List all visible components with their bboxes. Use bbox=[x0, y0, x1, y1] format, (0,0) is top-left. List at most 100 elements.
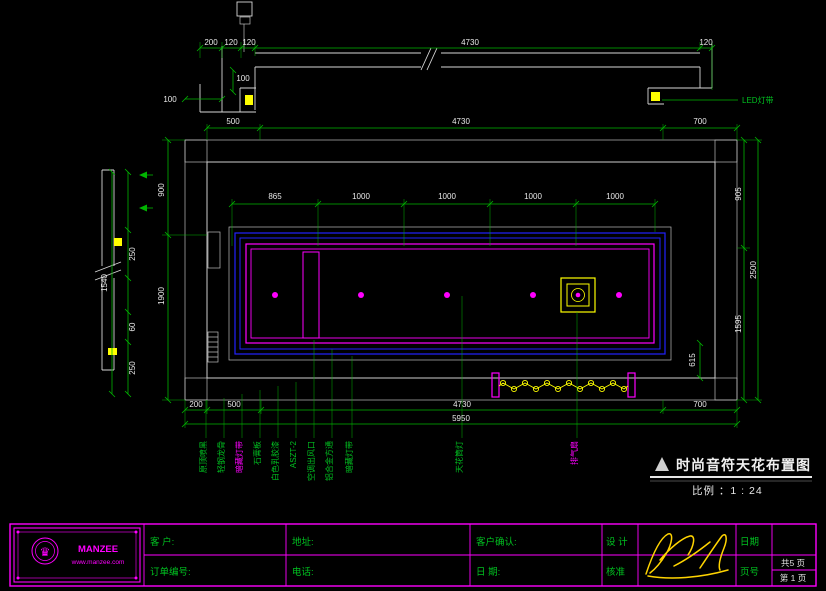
logo-emblem-inner bbox=[35, 541, 55, 561]
dim-right-1595: 1595 bbox=[734, 315, 743, 333]
left-dim-ext bbox=[162, 139, 207, 401]
wall-bottom bbox=[184, 377, 738, 401]
downlight-icon bbox=[358, 292, 364, 298]
dim-right-2500: 2500 bbox=[749, 261, 758, 279]
address-label: 地址: bbox=[292, 536, 314, 548]
top-section-detail bbox=[181, 1, 738, 113]
wall-right bbox=[714, 139, 738, 401]
dim-top-100h: 100 bbox=[163, 95, 177, 104]
top-dim-line bbox=[196, 44, 716, 52]
legend-exhaust-fan: 排气扇 bbox=[569, 441, 579, 465]
left-detail-lines bbox=[101, 169, 115, 371]
crown-icon: ♛ bbox=[40, 545, 51, 559]
break-symbol bbox=[420, 47, 438, 71]
right-dim-inner bbox=[740, 136, 748, 404]
plan-bottom-dim-ext bbox=[184, 400, 738, 414]
led-cove-left bbox=[245, 95, 253, 105]
dim-top-120b: 120 bbox=[242, 38, 256, 47]
title-block: ♛ MANZEE www.manzee.com 客 户: 订单编号: 地址: 电… bbox=[9, 523, 817, 587]
logo-url: www.manzee.com bbox=[71, 559, 125, 566]
dim-ldetail-1540: 1540 bbox=[100, 274, 109, 292]
order-number-label: 订单编号: bbox=[150, 566, 191, 578]
recess-magenta-inner bbox=[250, 248, 650, 339]
dimension-lines bbox=[162, 124, 762, 428]
legend-hidden-light-1: 暗藏灯带 bbox=[234, 441, 244, 473]
legend-original-ceiling: 原顶喷黑 bbox=[198, 441, 208, 473]
dim-100-vertical bbox=[229, 66, 237, 96]
dim-bot-200: 200 bbox=[189, 400, 203, 409]
left-end-profile bbox=[199, 46, 256, 113]
logo-corner-dot bbox=[134, 530, 138, 534]
recess-outer-line bbox=[228, 226, 672, 361]
fixture-center-dot bbox=[575, 292, 581, 298]
dim-bot-4730: 4730 bbox=[453, 400, 471, 409]
phone-label: 电话: bbox=[292, 566, 314, 578]
label-led-strip: LED灯带 bbox=[742, 95, 774, 105]
column-marker-box-small bbox=[239, 16, 251, 25]
chain-end-right bbox=[627, 372, 636, 398]
chain-end-left bbox=[491, 372, 500, 398]
dim-top-200: 200 bbox=[204, 38, 218, 47]
designer-signature bbox=[645, 533, 729, 579]
logo-corner-dot bbox=[134, 576, 138, 580]
date-label: 日期 bbox=[740, 537, 759, 548]
logo-corner-dot bbox=[16, 576, 20, 580]
left-detail-led-top bbox=[114, 238, 122, 246]
dim-right-905: 905 bbox=[734, 187, 743, 201]
logo-emblem-outer bbox=[31, 537, 59, 565]
dim-top-4730: 4730 bbox=[461, 38, 479, 47]
dim-left-900: 900 bbox=[157, 183, 166, 197]
wall-top bbox=[184, 139, 738, 163]
downlight-icon bbox=[272, 292, 278, 298]
dim-left-1900: 1900 bbox=[157, 287, 166, 305]
downlight-icon bbox=[616, 292, 622, 298]
approve-label: 核准 bbox=[606, 566, 626, 578]
recess-blue-inner bbox=[239, 237, 661, 350]
downlight-icon bbox=[530, 292, 536, 298]
downlights bbox=[272, 292, 622, 298]
legend-latex-paint: 白色乳胶漆 bbox=[270, 441, 280, 481]
title-block-grid bbox=[143, 524, 816, 586]
ladder-rungs bbox=[208, 336, 218, 358]
interior-dim bbox=[228, 200, 659, 208]
scale-label: 比例 ：1 : 24 bbox=[692, 484, 763, 497]
logo-corner-dot bbox=[16, 530, 20, 534]
plan-walls bbox=[184, 139, 738, 401]
logo-outer-frame bbox=[13, 527, 141, 583]
ceiling-recess bbox=[207, 226, 672, 398]
elevation-arrow-1 bbox=[139, 171, 147, 179]
interior-dim-ext bbox=[231, 199, 656, 246]
dim-int-1000a: 1000 bbox=[352, 192, 370, 201]
top-dim-extensions bbox=[199, 42, 713, 90]
dim-plan-top-4730: 4730 bbox=[452, 117, 470, 126]
recess-blue-outer bbox=[234, 232, 666, 355]
dim-100-horizontal bbox=[181, 95, 226, 103]
room-inner-boundary bbox=[206, 161, 716, 379]
chain-line bbox=[498, 382, 629, 390]
column-marker-box bbox=[236, 1, 253, 17]
plan-total-dim-ext bbox=[184, 414, 738, 428]
downlight-icon bbox=[444, 292, 450, 298]
legend-aszt-2: ASZT-2 bbox=[289, 440, 298, 468]
plan-top-dim-ext bbox=[206, 124, 738, 140]
legend-gypsum-board: 石膏板 bbox=[252, 441, 262, 465]
left-dim bbox=[164, 136, 172, 404]
drawing-title-area: 时尚音符天花布置图 比例 ：1 : 24 bbox=[650, 457, 812, 497]
legend-downlight: 天花筒灯 bbox=[454, 441, 464, 473]
legend-ac-outlet: 空调出风口 bbox=[306, 441, 316, 481]
customer-label: 客 户: bbox=[150, 536, 174, 548]
legend-leaders bbox=[205, 296, 578, 438]
right-dim-ext bbox=[737, 139, 762, 401]
pages-total: 共5 页 bbox=[781, 558, 805, 568]
dim-plan-top-500: 500 bbox=[226, 117, 240, 126]
logo-name: MANZEE bbox=[78, 544, 118, 555]
customer-confirm-label: 客户确认: bbox=[476, 536, 517, 548]
left-detail-dim-line bbox=[124, 168, 132, 398]
dim-ldetail-250b: 250 bbox=[128, 361, 137, 375]
left-detail-led-bottom bbox=[108, 348, 117, 355]
wall-left bbox=[184, 139, 208, 401]
exhaust-fan-fixture bbox=[560, 277, 596, 313]
dim-int-1000d: 1000 bbox=[606, 192, 624, 201]
left-wall-section-detail bbox=[94, 168, 153, 398]
